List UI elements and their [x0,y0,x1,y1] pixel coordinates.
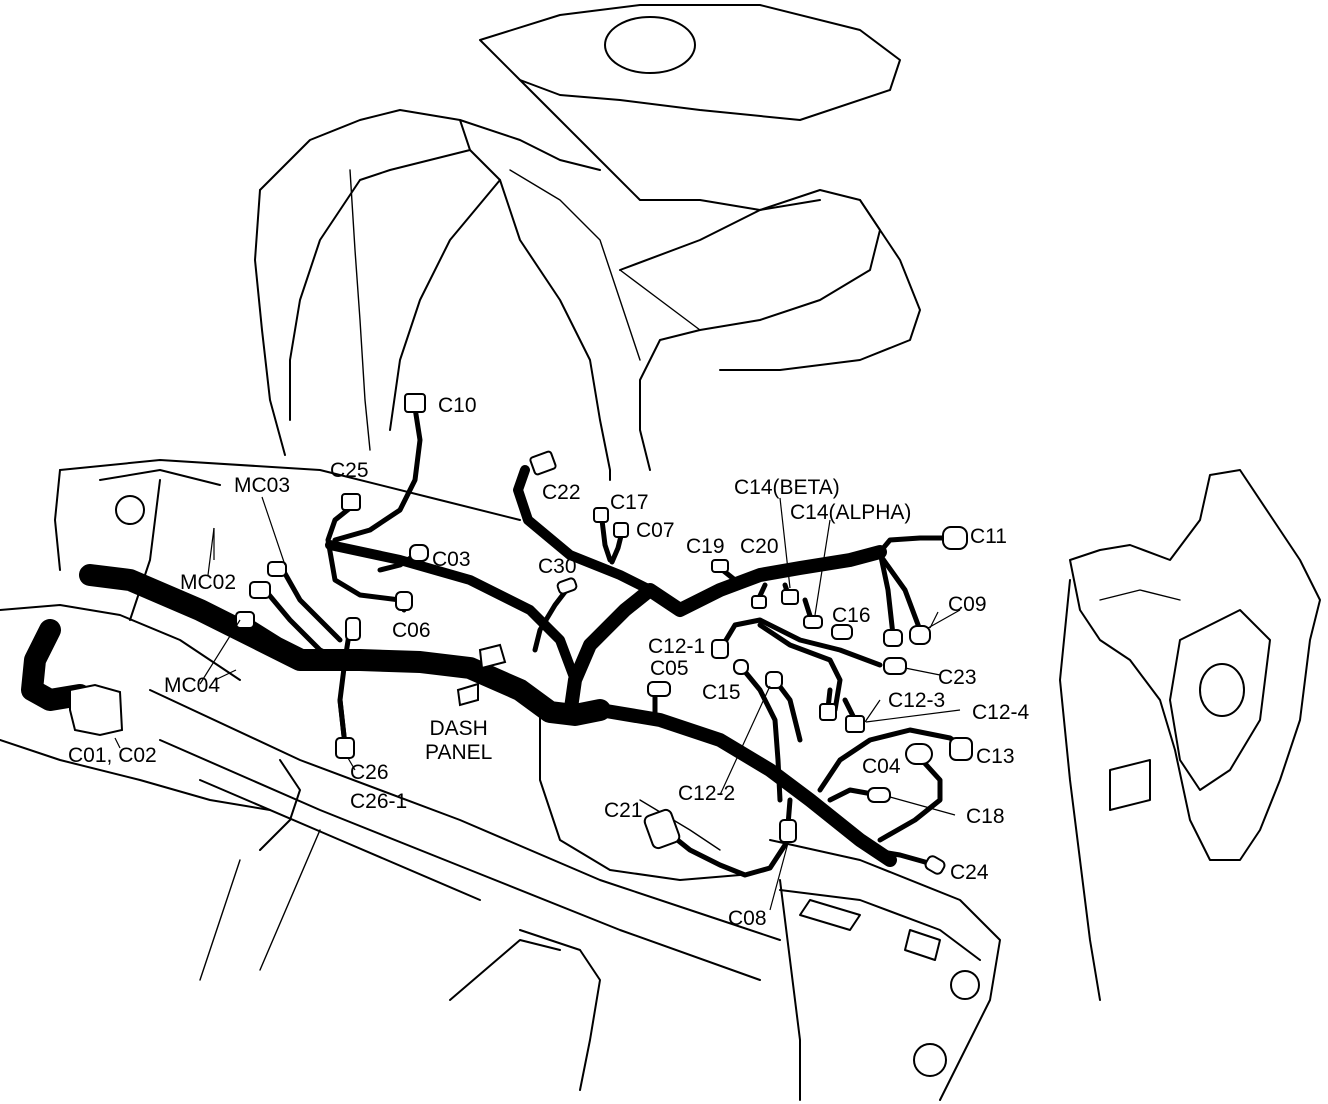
connector-mc-right [345,617,361,641]
connector-c26 [335,737,355,759]
label-c13: C13 [976,745,1015,768]
connector-c09-b [909,625,931,645]
connector-c22 [529,450,557,476]
connector-c01-c02 [69,683,124,737]
connector-c16 [831,624,853,640]
leader-lines [114,496,961,911]
label-c17: C17 [610,491,649,514]
connector-mc04 [235,611,255,629]
connector-c12-2 [765,671,783,689]
label-c11: C11 [970,525,1007,548]
label-c30: C30 [538,555,577,578]
label-c09: C09 [948,593,987,616]
connector-c10 [404,393,426,413]
connector-c18 [867,787,891,803]
label-dash-panel-line2: PANEL [425,741,493,765]
connector-c07 [613,522,629,538]
body-outline [0,4,1321,1101]
label-c22: C22 [542,481,581,504]
label-c25: C25 [330,459,369,482]
label-c18: C18 [966,805,1005,828]
label-c14-alpha: C14(ALPHA) [790,501,912,524]
connectors [69,393,973,875]
connector-mc03 [267,561,287,577]
connector-c12-3 [819,703,837,721]
label-c10: C10 [438,394,477,417]
label-c14-beta: C14(BETA) [734,476,840,499]
label-dash-panel: DASH PANEL [425,717,492,765]
connector-c21 [643,808,681,850]
connector-c05 [647,681,671,697]
connector-c04 [905,743,933,765]
connector-c08 [779,819,797,843]
label-mc03: MC03 [234,474,291,497]
connector-c19 [711,559,729,573]
connector-c06 [395,591,413,611]
connector-c15 [733,659,749,675]
label-c19: C19 [686,535,725,558]
label-c07: C07 [636,519,675,542]
connector-c14-beta [781,589,799,605]
label-c12-2: C12-2 [678,782,736,805]
connector-c24 [924,855,946,875]
label-c12-1: C12-1 [648,635,706,658]
connector-c14-alpha [803,615,823,629]
label-c01-c02: C01, C02 [68,744,157,767]
connector-c30 [556,577,578,595]
connector-c13 [949,737,973,761]
connector-c25 [341,493,361,511]
label-c20: C20 [740,535,779,558]
label-c21: C21 [604,799,643,822]
label-c04: C04 [862,755,901,778]
label-c12-4: C12-4 [972,701,1030,724]
dash-panel-clip [456,682,479,707]
connector-c23 [883,657,907,675]
label-c26: C26 [350,761,389,784]
label-c16: C16 [832,604,871,627]
label-c23: C23 [938,666,977,689]
connector-c20 [751,595,767,609]
label-c12-3: C12-3 [888,689,946,712]
connector-c09-a [883,629,903,647]
label-mc04: MC04 [164,674,221,697]
label-c24: C24 [950,861,989,884]
label-c15: C15 [702,681,741,704]
label-dash-panel-line1: DASH [429,717,488,740]
label-mc02: MC02 [180,571,237,594]
connector-mc02 [249,581,271,599]
connector-c12-1 [711,639,729,659]
label-c26-1: C26-1 [350,790,408,813]
connector-c17 [593,507,609,523]
connector-c11 [942,526,968,550]
label-c06: C06 [392,619,431,642]
label-c08: C08 [728,907,767,930]
connector-c03 [409,544,429,562]
main-harness-trunk [21,465,897,867]
dash-panel-grommet [478,643,507,670]
label-c03: C03 [432,548,471,571]
connector-c12-4 [845,715,865,733]
label-c05: C05 [650,657,689,680]
